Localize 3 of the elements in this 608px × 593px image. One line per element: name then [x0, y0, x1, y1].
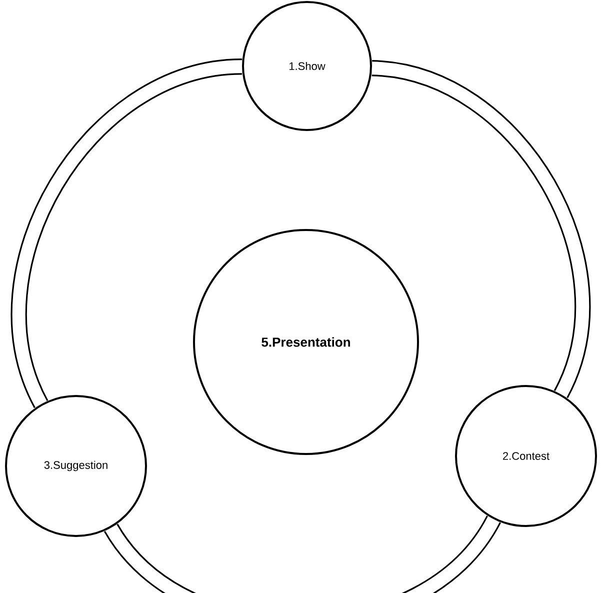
ring-arc: [12, 58, 243, 408]
ring-arc: [104, 514, 501, 593]
ring-arc: [370, 60, 590, 398]
